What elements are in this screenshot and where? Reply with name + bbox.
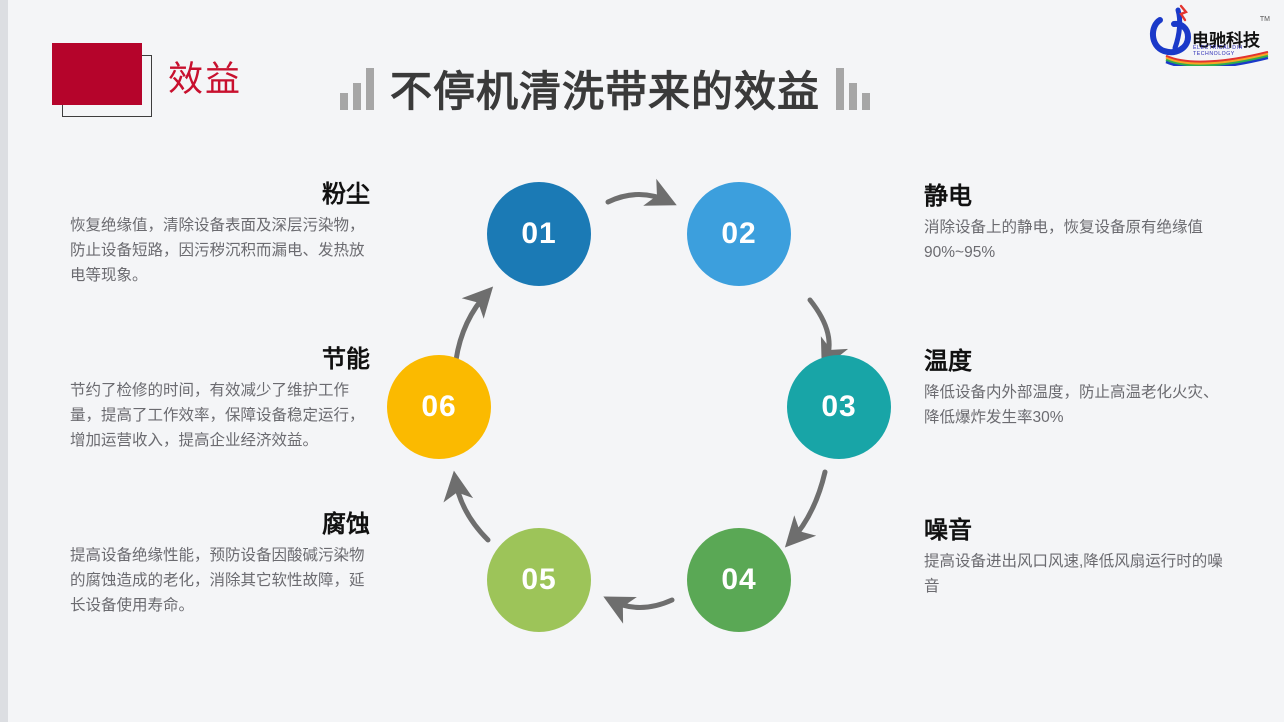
info-block-static: 静电 消除设备上的静电，恢复设备原有绝缘值90%~95% [924,183,1224,266]
info-block-corrosion: 腐蚀 提高设备绝缘性能，预防设备因酸碱污染物的腐蚀造成的老化，消除其它软性故障，… [70,511,370,619]
arrow-02-to-03 [807,297,849,370]
cycle-diagram: 01 02 03 04 05 06 [370,160,915,680]
info-block-static-heading: 静电 [924,183,972,210]
cycle-node-05[interactable]: 05 [487,528,591,632]
cycle-arrows [443,178,849,624]
bar-chart-icon-left [340,68,374,110]
logo-mark-icon [1150,4,1269,69]
info-block-noise-heading: 噪音 [924,517,972,544]
logo-company-name-cn: 电驰科技 [1192,31,1260,51]
info-block-energy-heading: 节能 [322,346,370,373]
left-edge-strip [0,0,8,722]
badge-filled-square [52,43,142,105]
info-block-temperature: 温度 降低设备内外部温度，防止高温老化火灾、降低爆炸发生率30% [924,348,1224,431]
info-block-energy: 节能 节约了检修的时间，有效减少了维护工作量，提高了工作效率，保障设备稳定运行，… [70,346,370,454]
company-logo: 电驰科技 ELECTRICAL DIH TECHNOLOGY TM [1148,4,1276,69]
arrow-06-to-01 [453,286,494,363]
info-block-corrosion-heading: 腐蚀 [322,511,370,538]
info-block-temperature-heading: 温度 [924,348,972,375]
info-block-noise: 噪音 提高设备进出风口风速,降低风扇运行时的噪音 [924,517,1224,600]
arrow-04-to-05 [603,596,675,624]
info-block-temperature-body: 降低设备内外部温度，防止高温老化火灾、降低爆炸发生率30% [924,384,1219,427]
info-block-noise-body: 提高设备进出风口风速,降低风扇运行时的噪音 [924,553,1223,596]
section-badge-label: 效益 [168,60,243,100]
logo-company-name-en: ELECTRICAL DIH TECHNOLOGY [1193,45,1243,57]
logo-trademark-mark: TM [1259,16,1270,23]
info-block-dust: 粉尘 恢复绝缘值，清除设备表面及深层污染物，防止设备短路，因污秽沉积而漏电、发热… [70,181,370,289]
section-badge [52,43,162,123]
info-block-corrosion-body: 提高设备绝缘性能，预防设备因酸碱污染物的腐蚀造成的老化，消除其它软性故障，延长设… [70,547,365,614]
arrow-05-to-06 [443,470,491,543]
cycle-node-04[interactable]: 04 [687,528,791,632]
info-block-dust-heading: 粉尘 [322,181,370,208]
arrow-01-to-02 [605,178,677,206]
cycle-node-03[interactable]: 03 [787,355,891,459]
bar-chart-icon-right [836,68,871,110]
cycle-node-01[interactable]: 01 [487,182,591,286]
arrow-03-to-04 [784,469,828,548]
cycle-node-02[interactable]: 02 [687,182,791,286]
info-block-static-body: 消除设备上的静电，恢复设备原有绝缘值90%~95% [924,219,1204,262]
title-row: 不停机清洗带来的效益 [340,68,871,115]
info-block-dust-body: 恢复绝缘值，清除设备表面及深层污染物，防止设备短路，因污秽沉积而漏电、发热放电等… [70,217,365,284]
cycle-node-06[interactable]: 06 [387,355,491,459]
info-block-energy-body: 节约了检修的时间，有效减少了维护工作量，提高了工作效率，保障设备稳定运行，增加运… [70,382,365,449]
page-title: 不停机清洗带来的效益 [390,68,821,115]
